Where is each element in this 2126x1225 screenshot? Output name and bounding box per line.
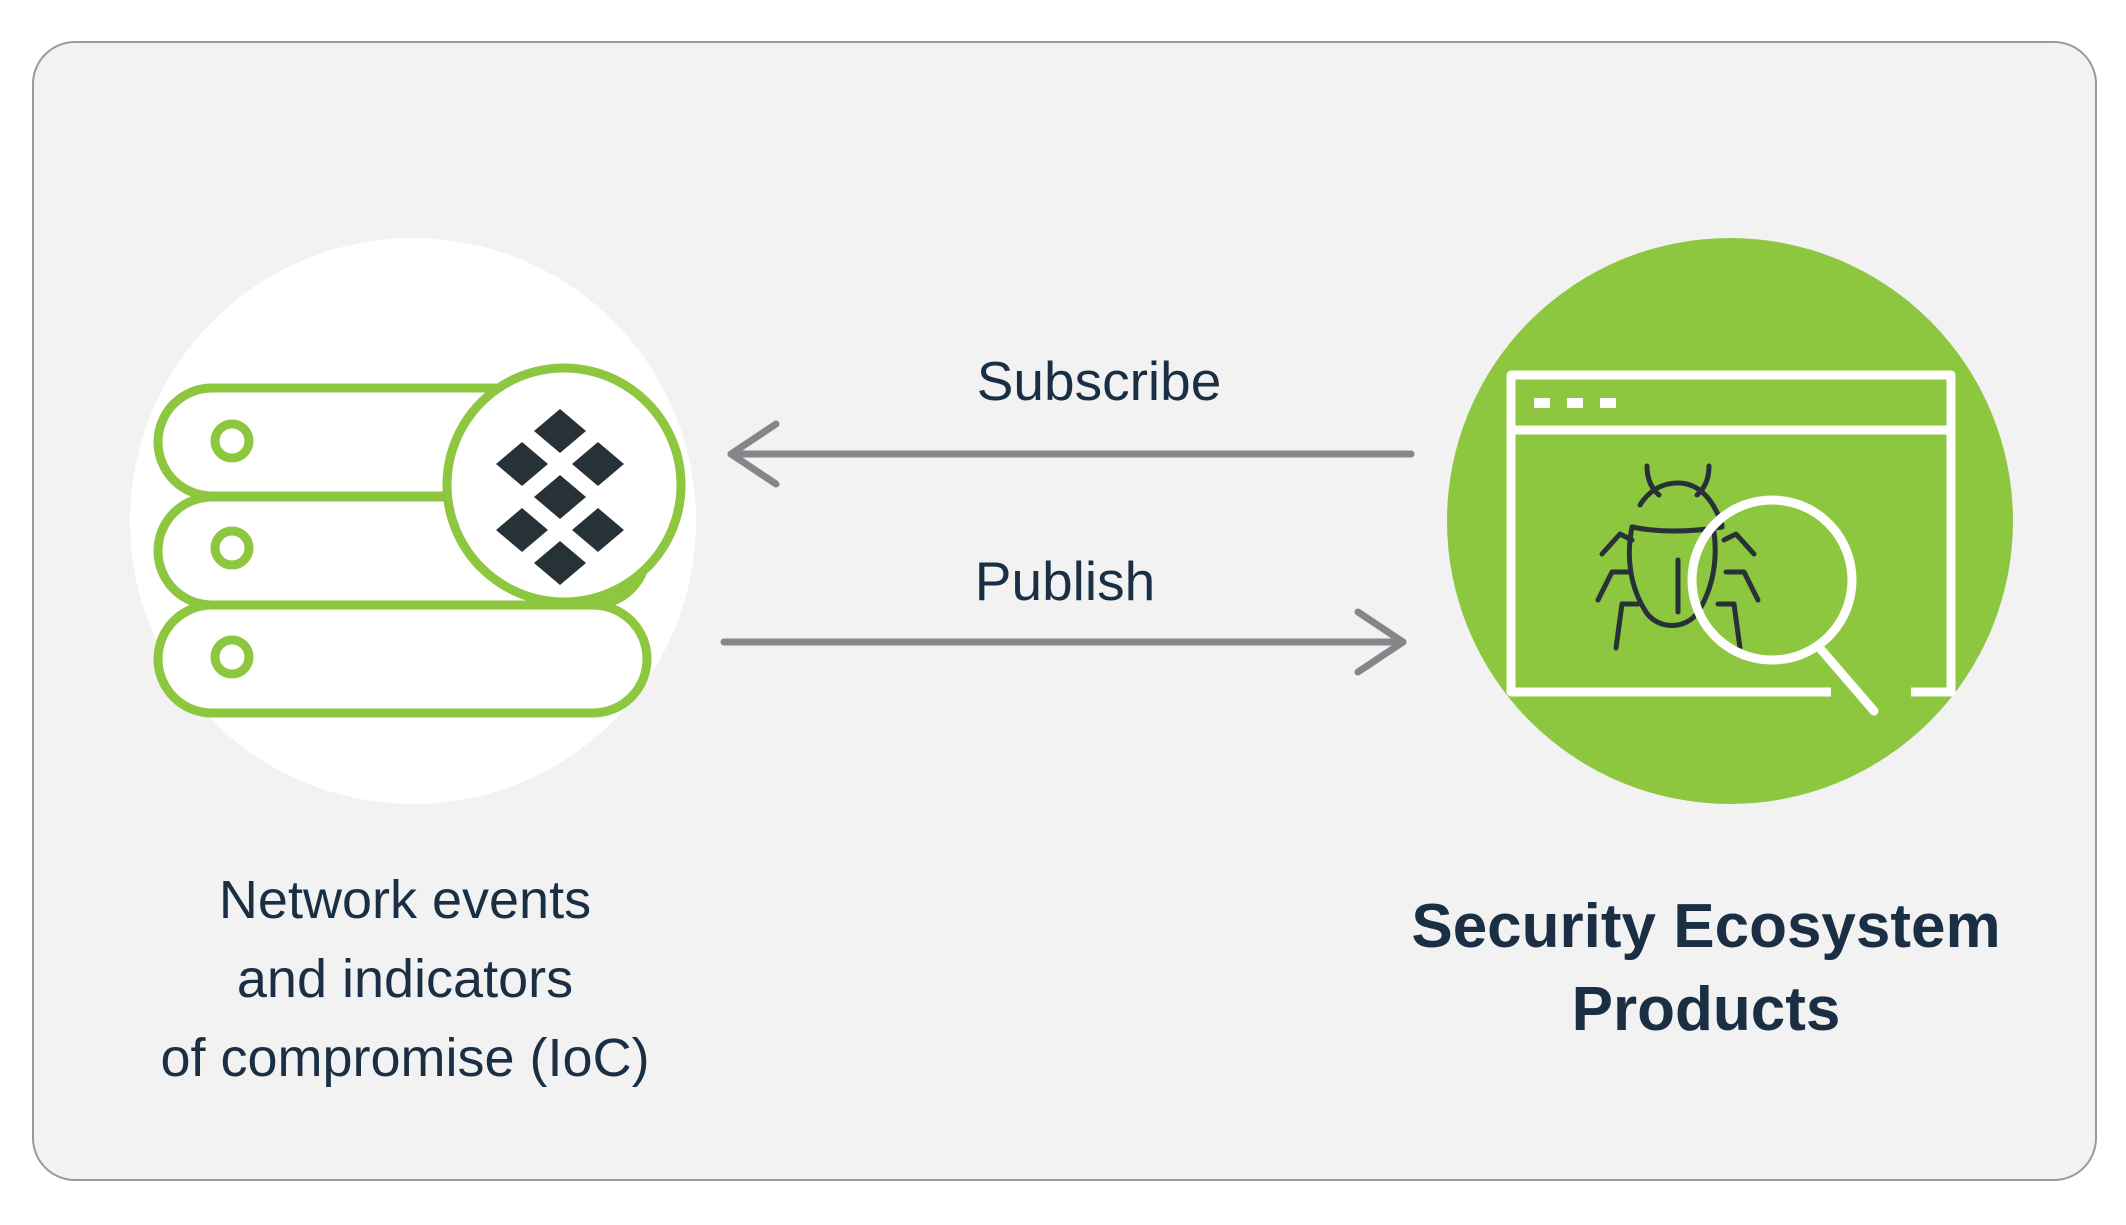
right-node-background xyxy=(1447,238,2013,804)
left-label-line-2: and indicators xyxy=(237,949,573,1009)
left-label-line-1: Network events xyxy=(219,870,591,930)
server-led-3 xyxy=(210,635,254,679)
server-led-2 xyxy=(210,526,254,570)
subscribe-edge: Subscribe xyxy=(727,350,1415,488)
diamond-logo-icon xyxy=(496,409,624,585)
publish-edge: Publish xyxy=(720,550,1407,676)
bug-icon xyxy=(1595,463,1761,651)
publish-label: Publish xyxy=(975,550,1155,612)
subscribe-label: Subscribe xyxy=(977,350,1222,412)
left-label-line-3: of compromise (IoC) xyxy=(160,1028,649,1088)
left-node-label: Network events and indicators of comprom… xyxy=(160,870,649,1088)
window-dots xyxy=(1534,398,1616,408)
publish-arrowhead-icon xyxy=(1354,608,1407,676)
subscribe-arrowhead-icon xyxy=(727,420,780,488)
right-label-line-2: Products xyxy=(1572,975,1841,1044)
right-label-line-1: Security Ecosystem xyxy=(1411,892,2000,961)
right-node-label: Security Ecosystem Products xyxy=(1411,892,2000,1044)
right-node xyxy=(1447,238,2013,804)
browser-window-icon xyxy=(1506,370,1956,697)
server-led-1 xyxy=(210,419,254,463)
left-node xyxy=(130,238,696,804)
magnifier-icon xyxy=(1687,495,1879,716)
